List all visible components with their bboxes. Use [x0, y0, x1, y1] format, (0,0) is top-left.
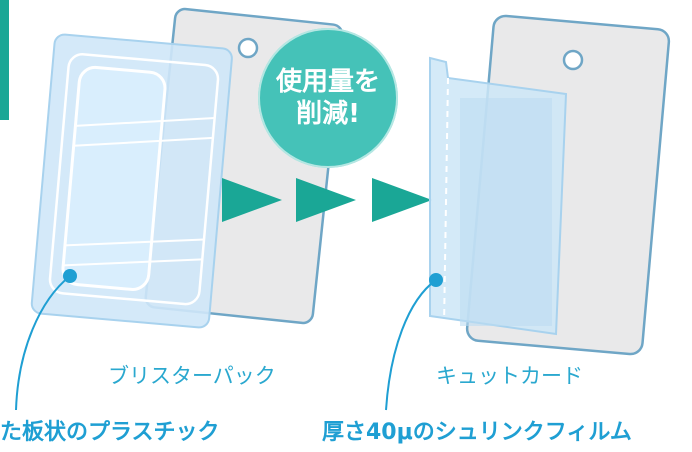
blister-pack-description: た板状のプラスチック — [0, 420, 220, 445]
left-edge-accent — [0, 0, 9, 120]
left-pointer — [15, 269, 77, 411]
arrow-sequence — [222, 178, 432, 222]
arrow-icon — [222, 178, 282, 222]
shrink-film-description: 厚さ40μのシュリンクフィルム — [322, 420, 632, 445]
reduction-badge: 使用量を 削減! — [258, 28, 398, 168]
hang-hole-icon — [237, 37, 259, 59]
shrink-film — [429, 56, 568, 336]
blister-pack — [30, 33, 233, 329]
right-pointer — [385, 273, 443, 411]
hang-hole-icon — [562, 49, 584, 71]
badge-line-2: 削減! — [296, 99, 360, 129]
cut-card-label: キュットカード — [436, 364, 583, 388]
badge-line-1: 使用量を — [275, 67, 380, 97]
arrow-icon — [296, 178, 356, 222]
arrow-icon — [372, 178, 432, 222]
blister-pack-label: ブリスターパック — [108, 364, 276, 388]
